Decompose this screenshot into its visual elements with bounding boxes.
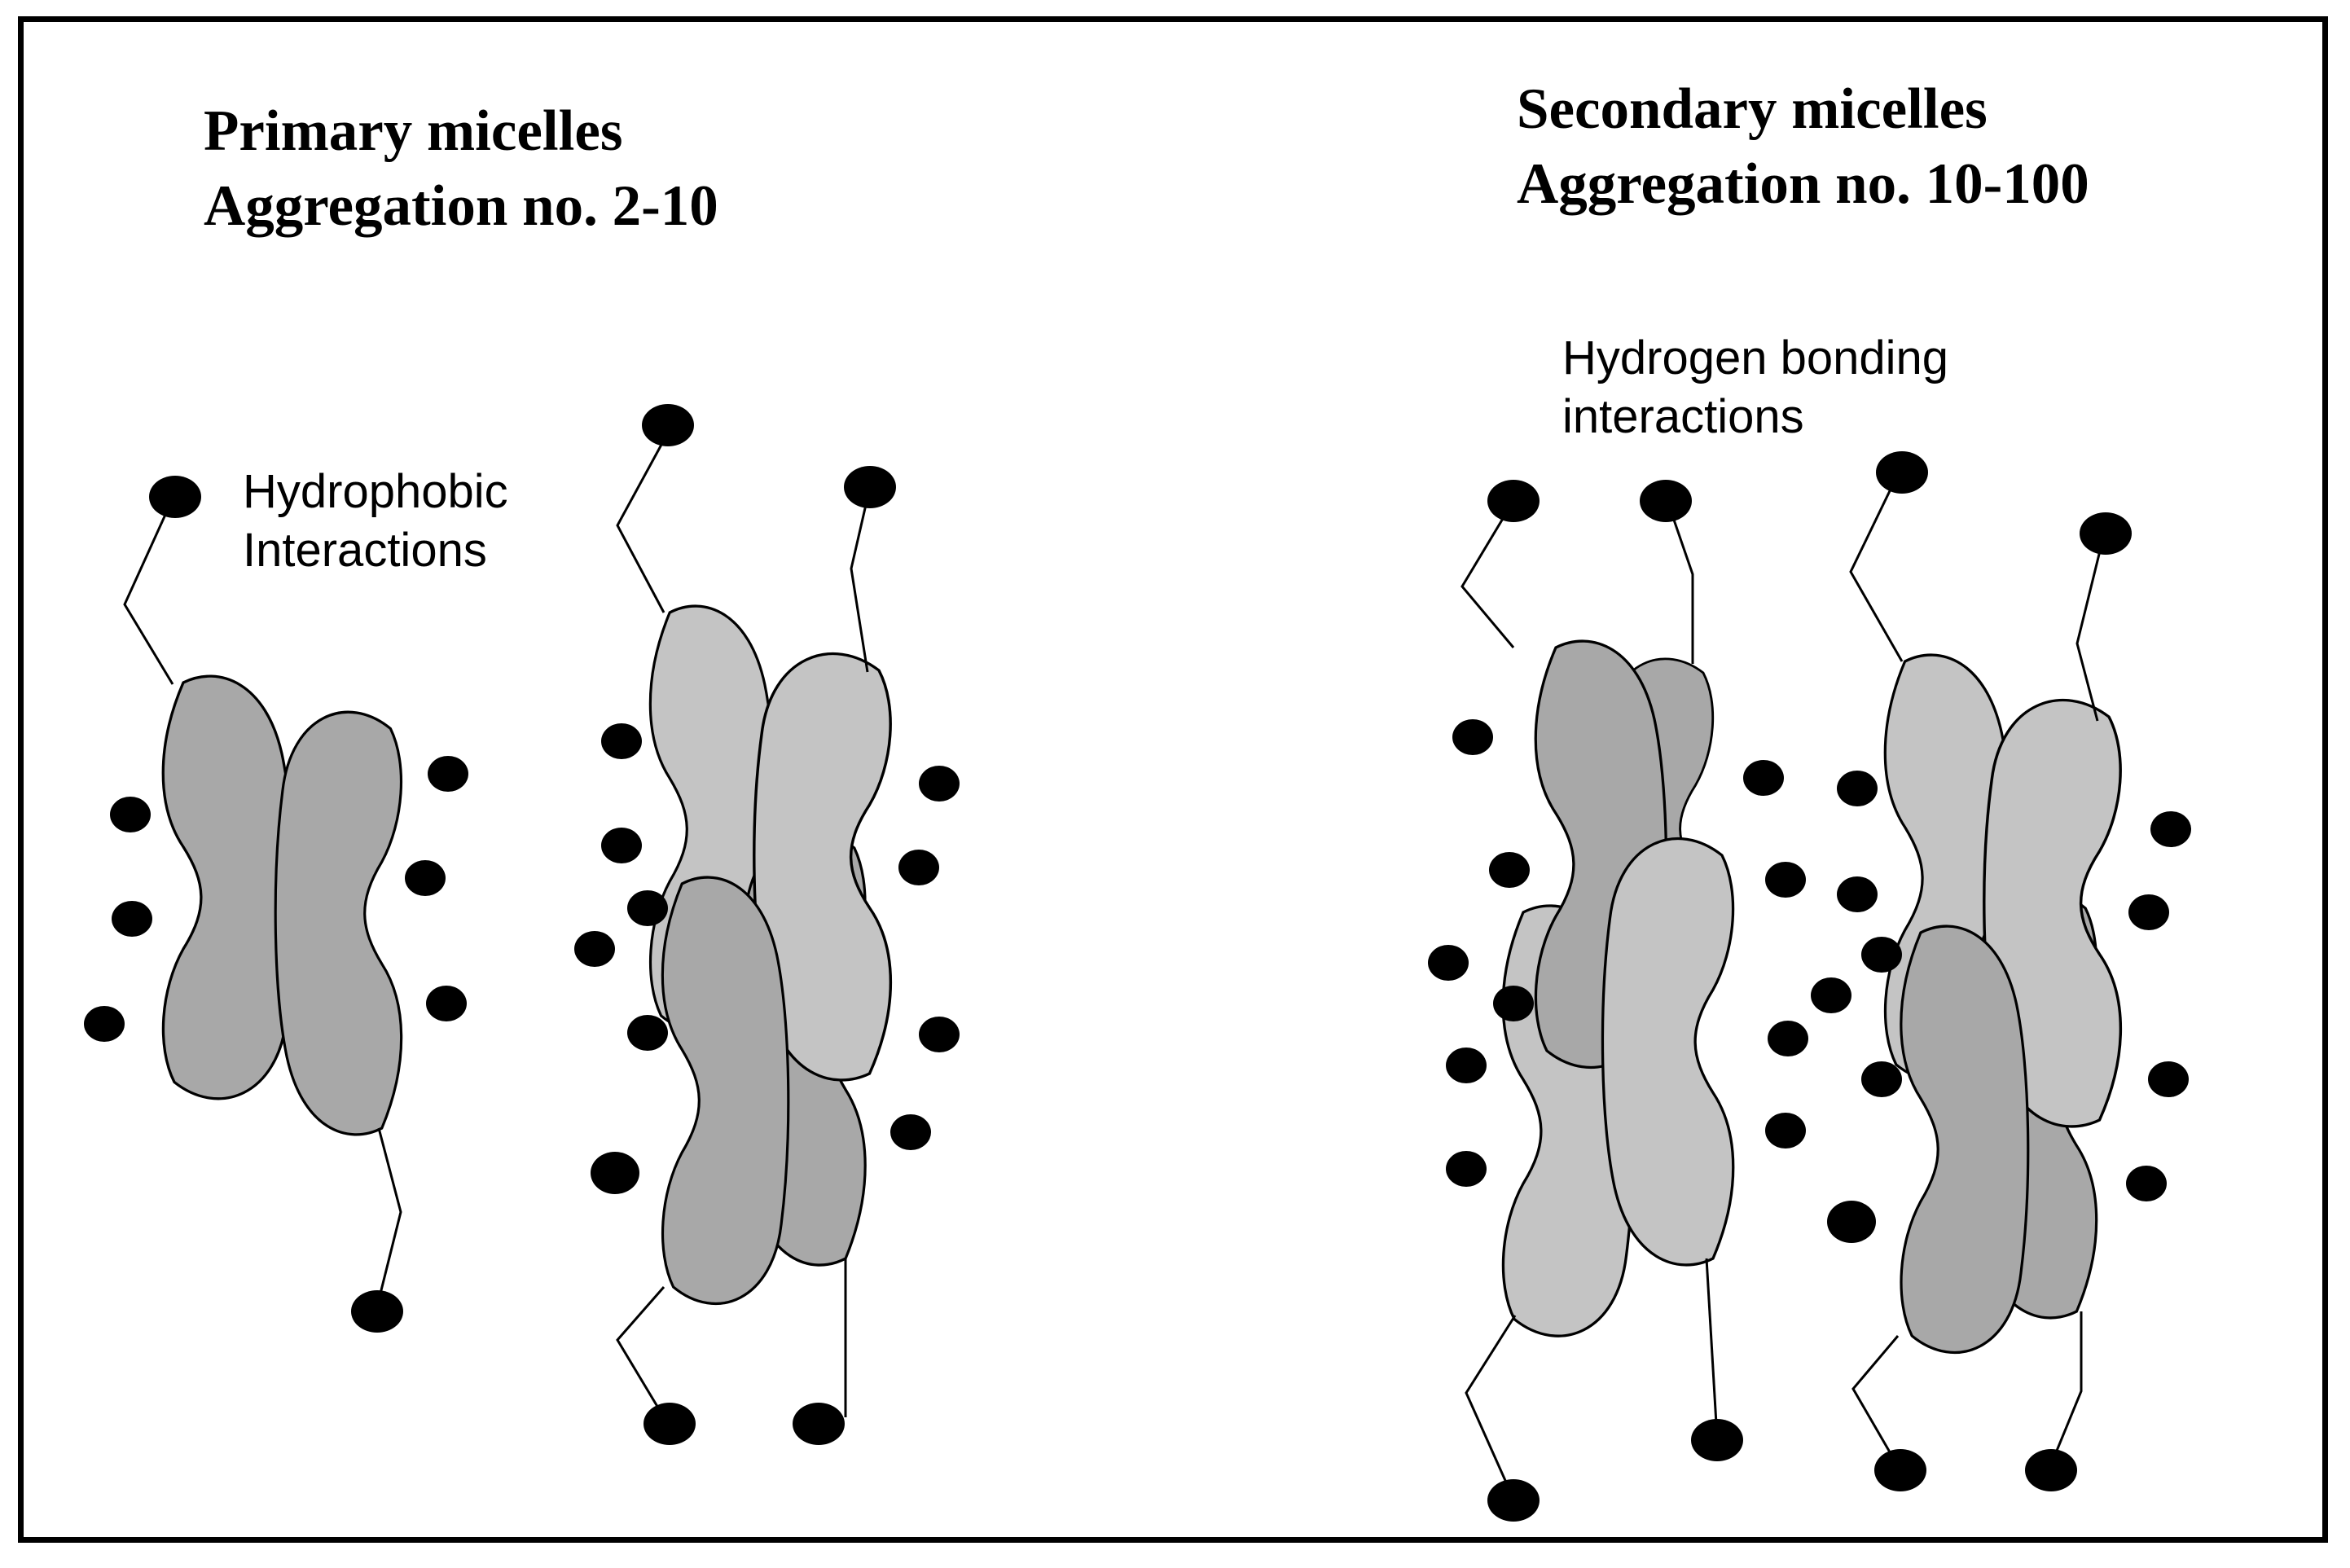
head-group — [642, 404, 694, 446]
primary-title: Primary micelles — [204, 99, 623, 163]
aromatic-core — [1900, 925, 2030, 1355]
side-group — [1489, 852, 1530, 888]
primary-aggregation-number: Aggregation no. 2-10 — [204, 174, 718, 238]
alkyl-tail — [2049, 1311, 2083, 1465]
side-group — [1428, 945, 1469, 981]
secondary-micelle-stack-a — [1428, 480, 1808, 1522]
head-group — [351, 1290, 403, 1333]
hydrogen-bonding-label: Hydrogen bonding interactions — [1562, 329, 1948, 446]
alkyl-tail — [1705, 1258, 1719, 1438]
side-group — [919, 1017, 960, 1052]
side-group — [405, 860, 446, 896]
label-line: Hydrogen bonding — [1562, 332, 1949, 384]
side-group — [1493, 986, 1534, 1021]
side-group — [1837, 876, 1878, 912]
head-group — [1640, 480, 1692, 522]
side-group — [110, 797, 151, 832]
head-group — [793, 1403, 845, 1445]
side-group — [601, 828, 642, 863]
primary-micelles-heading: Primary micelles Aggregation no. 2-10 — [204, 94, 718, 244]
head-group — [1487, 480, 1540, 522]
aromatic-core — [161, 674, 296, 1100]
alkyl-tail — [1849, 473, 1904, 662]
alkyl-tail — [1465, 1315, 1517, 1500]
secondary-micelle-stack-b — [1811, 451, 2191, 1491]
side-group — [627, 1015, 668, 1051]
label-line: Interactions — [243, 524, 487, 577]
surfactant-molecule — [736, 829, 931, 1445]
alkyl-tail — [2075, 537, 2105, 722]
side-group — [2126, 1166, 2167, 1201]
head-group — [1874, 1449, 1926, 1491]
side-group — [1811, 977, 1851, 1013]
surfactant-molecule — [1827, 925, 2030, 1491]
side-group — [1765, 862, 1806, 898]
secondary-title: Secondary micelles — [1517, 77, 1988, 141]
surfactant-molecule — [1452, 480, 1668, 1069]
head-group — [2080, 512, 2132, 555]
side-group — [591, 1152, 639, 1194]
side-group — [1452, 719, 1493, 755]
alkyl-tail — [1851, 1335, 1900, 1467]
alkyl-tail — [375, 1127, 402, 1311]
side-group — [1743, 760, 1784, 796]
side-group — [2148, 1061, 2189, 1097]
side-group — [601, 723, 642, 759]
side-group — [890, 1114, 931, 1150]
hydrophobic-interactions-label: Hydrophobic Interactions — [243, 463, 508, 580]
side-group — [112, 901, 152, 937]
side-group — [898, 850, 939, 885]
secondary-aggregation-number: Aggregation no. 10-100 — [1517, 152, 2089, 216]
side-group — [1446, 1048, 1487, 1083]
head-group — [1487, 1479, 1540, 1522]
label-line: interactions — [1562, 390, 1804, 443]
side-group — [1837, 771, 1878, 806]
side-group — [1827, 1201, 1876, 1243]
side-group — [1765, 1113, 1806, 1149]
side-group — [1861, 1061, 1902, 1097]
alkyl-tail — [1461, 504, 1515, 648]
surfactant-molecule — [1966, 889, 2167, 1491]
head-group — [844, 466, 896, 508]
head-group — [1691, 1419, 1743, 1461]
surfactant-molecule — [574, 404, 778, 1034]
side-group — [84, 1006, 125, 1042]
side-group — [1768, 1021, 1808, 1056]
side-group — [2128, 894, 2169, 930]
side-group — [574, 931, 615, 967]
surfactant-molecule — [1601, 837, 1808, 1461]
head-group — [2025, 1449, 2077, 1491]
alkyl-tail — [616, 424, 674, 613]
side-group — [428, 756, 468, 792]
aromatic-core — [1601, 837, 1735, 1267]
secondary-micelles-heading: Secondary micelles Aggregation no. 10-10… — [1517, 72, 2089, 222]
surfactant-molecule — [753, 466, 960, 1082]
surfactant-molecule — [84, 476, 296, 1100]
side-group — [426, 986, 467, 1021]
side-group — [2150, 811, 2191, 847]
aromatic-core — [274, 710, 403, 1136]
primary-monomer-pair — [84, 476, 468, 1333]
surfactant-molecule — [591, 876, 790, 1445]
head-group — [1876, 451, 1928, 494]
aromatic-core — [661, 876, 790, 1306]
side-group — [627, 890, 668, 926]
label-line: Hydrophobic — [243, 465, 508, 518]
alkyl-tail — [123, 498, 174, 685]
surfactant-molecule — [1428, 904, 1636, 1522]
side-group — [919, 766, 960, 802]
surfactant-molecule — [1811, 451, 2015, 1083]
surfactant-molecule — [1983, 512, 2191, 1128]
alkyl-tail — [616, 1286, 668, 1422]
primary-micelle-stack — [574, 404, 960, 1445]
head-group — [644, 1403, 696, 1445]
side-group — [1861, 937, 1902, 973]
side-group — [1446, 1151, 1487, 1187]
alkyl-tail — [850, 486, 872, 673]
surfactant-molecule — [1599, 480, 1806, 1017]
surfactant-molecule — [274, 710, 468, 1333]
head-group — [149, 476, 201, 518]
alkyl-tail — [1666, 500, 1694, 664]
